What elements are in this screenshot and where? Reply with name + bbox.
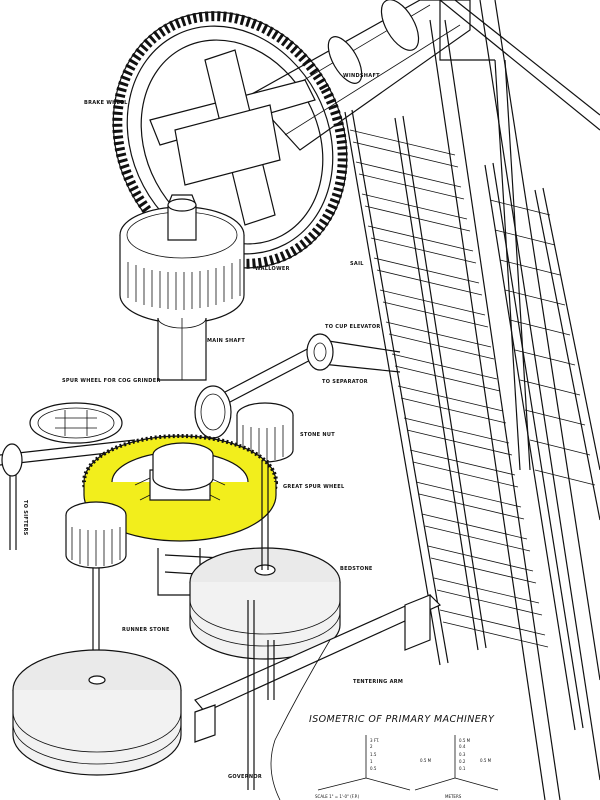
- label-stone-nut: STONE NUT: [300, 432, 335, 438]
- label-wallower: WALLOWER: [255, 266, 290, 272]
- svg-text:0.4: 0.4: [459, 744, 466, 749]
- label-main-shaft: MAIN SHAFT: [207, 338, 245, 344]
- label-runner-stone: RUNNER STONE: [122, 627, 170, 633]
- wallower: [119, 194, 245, 324]
- label-to-sifters: TO SIFTERS: [22, 500, 28, 536]
- label-great-spur-wheel: GREAT SPUR WHEEL: [283, 484, 345, 490]
- svg-text:3 FT.: 3 FT.: [370, 738, 379, 743]
- svg-text:1.5: 1.5: [370, 752, 377, 757]
- scale-left-caption: SCALE 1" = 1'-0" (F.P.): [315, 794, 360, 799]
- mill-frame: [429, 0, 600, 800]
- svg-text:1: 1: [370, 759, 373, 764]
- runner-stone-nut: [65, 501, 127, 678]
- main-shaft: [157, 317, 207, 381]
- label-to-cup-elevator: TO CUP ELEVATOR: [325, 324, 381, 330]
- svg-text:0.3: 0.3: [459, 752, 466, 757]
- label-governor: GOVERNOR: [228, 774, 262, 780]
- label-sail: SAIL: [350, 261, 364, 267]
- runner-stone: [12, 649, 182, 776]
- diagram-title: ISOMETRIC OF PRIMARY MACHINERY: [309, 714, 495, 725]
- label-windshaft: WINDSHAFT: [343, 73, 380, 79]
- label-brake-wheel: BRAKE WHEEL: [84, 100, 128, 106]
- great-spur-wheel: [82, 434, 278, 542]
- cup-elevator-drive: [194, 333, 401, 439]
- svg-text:2: 2: [370, 744, 373, 749]
- svg-text:0.5: 0.5: [370, 766, 377, 771]
- svg-text:0.5 M: 0.5 M: [459, 738, 471, 743]
- scale-right-caption: METERS: [445, 794, 462, 799]
- label-bed-stone: BEDSTONE: [340, 566, 373, 572]
- scale-isometric-feet: 3 FT. 2 1.5 1 0.5 SCALE 1" = 1'-0" (F.P.…: [315, 735, 411, 799]
- sail-lattice: [344, 109, 600, 731]
- label-tentering-arm: TENTERING ARM: [353, 679, 403, 685]
- tentering-arm: [194, 594, 442, 800]
- bedstone: [189, 460, 341, 660]
- cog-grinder-spur-wheel: [0, 402, 136, 550]
- svg-text:0.1: 0.1: [459, 766, 466, 771]
- label-to-separator: TO SEPARATOR: [322, 379, 368, 385]
- label-spur-wheel-cog: SPUR WHEEL FOR COG GRINDER: [62, 378, 161, 384]
- svg-text:0.5 M: 0.5 M: [420, 758, 432, 763]
- svg-text:0.2: 0.2: [459, 759, 466, 764]
- labels: BRAKE WHEEL WINDSHAFT WALLOWER SAIL MAIN…: [22, 73, 403, 780]
- svg-text:0.5 M: 0.5 M: [480, 758, 492, 763]
- scale-isometric-meters: 0.5 M 0.4 0.3 0.2 0.1 0.5 M 0.5 M METERS: [414, 735, 499, 799]
- brake-wheel: [112, 11, 348, 269]
